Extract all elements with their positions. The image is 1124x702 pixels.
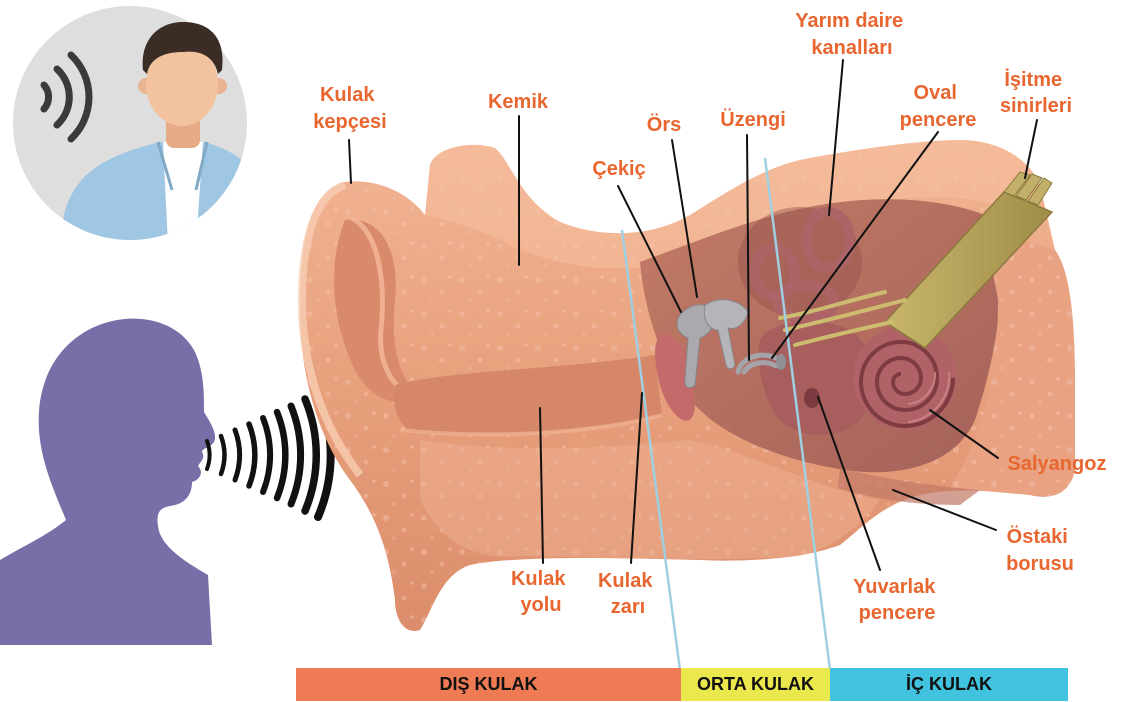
- label-kulak-yolu: Kulak yolu: [511, 568, 571, 616]
- section-orta-kulak-label: ORTA KULAK: [697, 674, 814, 695]
- label-kulak-zari-line2: zarı: [611, 596, 645, 618]
- section-ic-kulak: İÇ KULAK: [830, 668, 1068, 701]
- label-yuvarlak-pencere-line1: Yuvarlak: [853, 576, 936, 598]
- label-ors: Örs: [647, 113, 681, 136]
- section-dis-kulak-label: DIŞ KULAK: [440, 674, 538, 695]
- label-yuvarlak-pencere-line2: pencere: [859, 602, 936, 624]
- label-isitme-sinirleri: İşitme sinirleri: [1000, 68, 1072, 117]
- label-kulak-zari-line1: Kulak: [598, 570, 653, 592]
- label-kulak-kepcesi-line1: Kulak: [320, 84, 375, 106]
- leader-isitme-sinirleri: [1025, 120, 1037, 178]
- section-ic-kulak-label: İÇ KULAK: [906, 674, 992, 695]
- label-kemik: Kemik: [488, 91, 549, 113]
- label-isitme-sinirleri-line1: İşitme: [1004, 68, 1062, 91]
- label-oval-pencere-line1: Oval: [914, 82, 957, 104]
- label-kulak-yolu-line1: Kulak: [511, 568, 566, 590]
- label-ostaki-borusu: Östaki borusu: [1006, 525, 1074, 575]
- label-uzengi: Üzengi: [720, 108, 786, 131]
- ear-model: [300, 140, 1075, 631]
- label-kulak-zari: Kulak zarı: [598, 570, 658, 618]
- label-yarim-daire-line2: kanalları: [811, 37, 892, 59]
- label-isitme-sinirleri-line2: sinirleri: [1000, 95, 1072, 117]
- label-salyangoz: Salyangoz: [1008, 453, 1107, 475]
- oval-window: [776, 354, 786, 370]
- speaker-silhouette: [0, 319, 215, 645]
- label-ostaki-borusu-line2: borusu: [1006, 553, 1074, 575]
- section-orta-kulak: ORTA KULAK: [681, 668, 830, 701]
- label-cekic: Çekiç: [592, 158, 645, 180]
- section-dis-kulak: DIŞ KULAK: [296, 668, 681, 701]
- label-oval-pencere-line2: pencere: [900, 109, 977, 131]
- label-yarim-daire-kanallari: Yarım daire kanalları: [795, 10, 908, 59]
- speech-sound-waves: [207, 393, 331, 517]
- label-yarim-daire-line1: Yarım daire: [795, 10, 903, 32]
- label-oval-pencere: Oval pencere: [900, 82, 977, 131]
- leader-kulak-kepcesi: [349, 140, 351, 183]
- label-ostaki-borusu-line1: Östaki: [1007, 525, 1068, 548]
- label-yuvarlak-pencere: Yuvarlak pencere: [853, 576, 941, 624]
- label-kulak-kepcesi: Kulak kepçesi: [313, 84, 386, 133]
- speaking-person-icon: [0, 319, 331, 645]
- label-kulak-kepcesi-line2: kepçesi: [313, 111, 386, 133]
- listener-tshirt: [163, 142, 203, 245]
- label-kulak-yolu-line2: yolu: [520, 594, 561, 616]
- listener-icon: [13, 6, 272, 245]
